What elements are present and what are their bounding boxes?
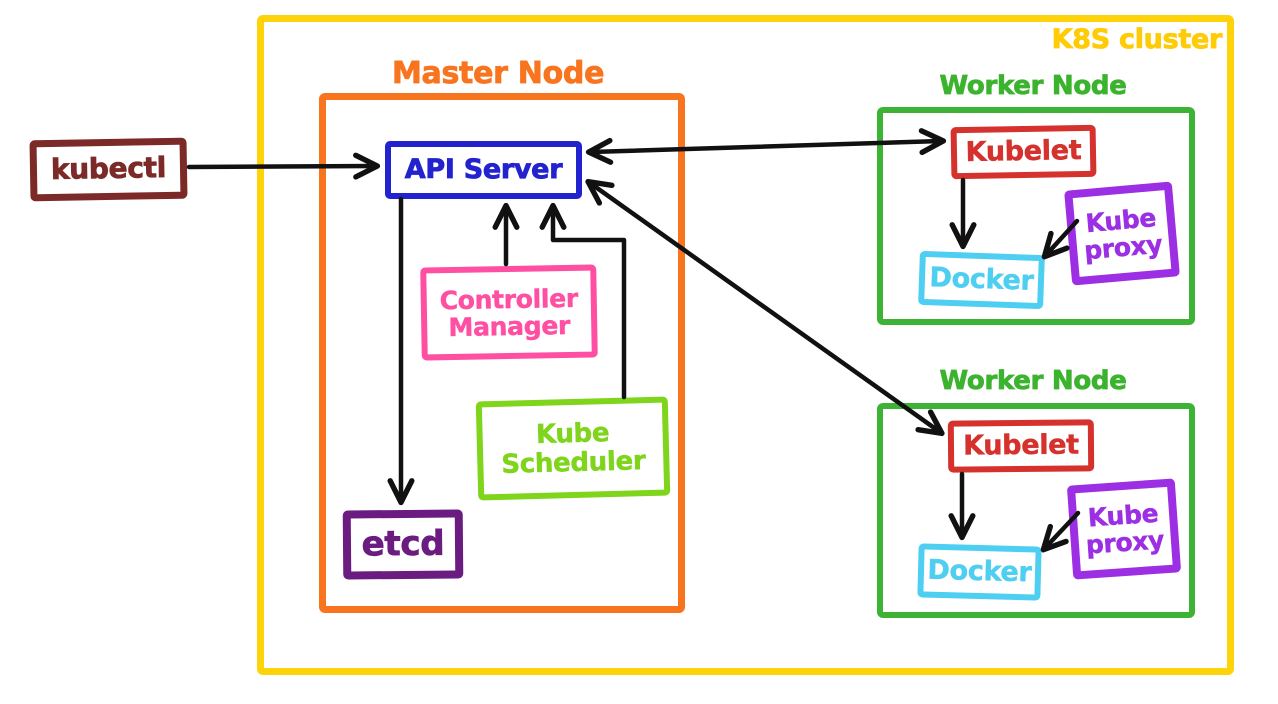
worker-2-docker-label: Docker <box>927 555 1032 589</box>
etcd-label: etcd <box>361 523 445 565</box>
kube-scheduler-label-line1: Kube <box>535 418 610 451</box>
worker-1-kube-proxy-box: Kube proxy <box>1064 181 1180 286</box>
kubectl-box: kubectl <box>29 137 188 202</box>
worker-2-kube-proxy-box: Kube proxy <box>1066 478 1182 580</box>
worker-node-2-label: Worker Node <box>939 366 1127 397</box>
kube-scheduler-box: Kube Scheduler <box>475 396 671 501</box>
controller-manager-box: Controller Manager <box>420 264 598 361</box>
worker-1-kubelet-label: Kubelet <box>965 135 1082 169</box>
worker-node-2-frame <box>877 403 1195 618</box>
api-server-label: API Server <box>404 154 563 186</box>
k8s-cluster-label: K8S cluster <box>1051 24 1222 56</box>
k8s-cluster-frame <box>257 15 1234 675</box>
api-server-box: API Server <box>385 141 582 199</box>
controller-manager-label-line2: Manager <box>448 310 571 342</box>
worker-2-kubelet-label: Kubelet <box>963 429 1079 463</box>
worker-2-docker-box: Docker <box>917 543 1042 601</box>
controller-manager-label-line1: Controller <box>439 283 579 315</box>
worker-1-docker-label: Docker <box>928 262 1035 298</box>
worker-1-kubelet-box: Kubelet <box>950 124 1097 180</box>
worker-1-docker-box: Docker <box>918 250 1045 310</box>
worker-node-1-label: Worker Node <box>939 71 1127 102</box>
worker-2-kubelet-box: Kubelet <box>947 419 1095 473</box>
worker-1-kube-proxy-label-line2: proxy <box>1082 229 1164 265</box>
kube-scheduler-label-line2: Scheduler <box>500 445 646 480</box>
etcd-box: etcd <box>342 509 464 580</box>
master-node-label: Master Node <box>392 56 605 92</box>
kubectl-label: kubectl <box>50 151 167 187</box>
worker-2-kube-proxy-label-line2: proxy <box>1084 525 1166 560</box>
